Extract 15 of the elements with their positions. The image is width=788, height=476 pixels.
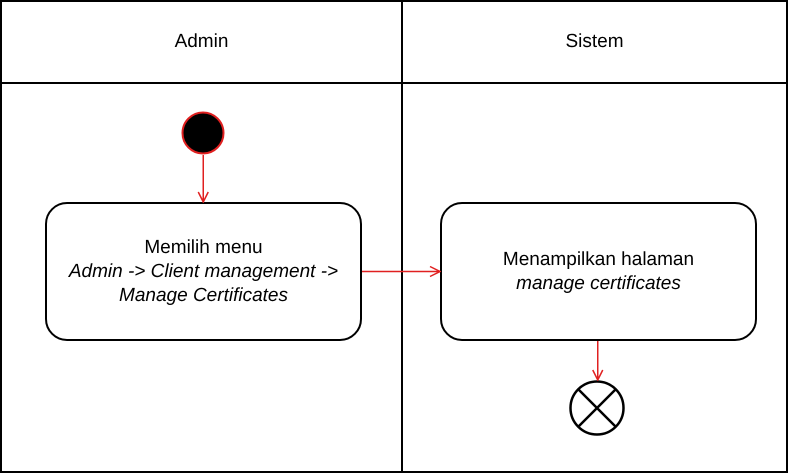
- action-detail: manage certificates: [516, 272, 681, 296]
- arrow: [592, 341, 604, 381]
- arrow: [198, 155, 209, 203]
- arrow: [362, 266, 441, 278]
- action-box: [45, 202, 362, 341]
- initial-node: [181, 111, 225, 155]
- action-label: Memilih menu: [144, 236, 263, 260]
- final-node: [569, 380, 625, 436]
- swimlane: [0, 0, 403, 473]
- action-box: [440, 202, 757, 341]
- lane-title: Sistem: [565, 31, 624, 53]
- swimlane: [401, 0, 788, 473]
- lane-title: Admin: [174, 31, 228, 53]
- action-label: Menampilkan halaman: [502, 248, 694, 272]
- action-detail: Admin -> Client management -> Manage Certificates: [67, 260, 340, 308]
